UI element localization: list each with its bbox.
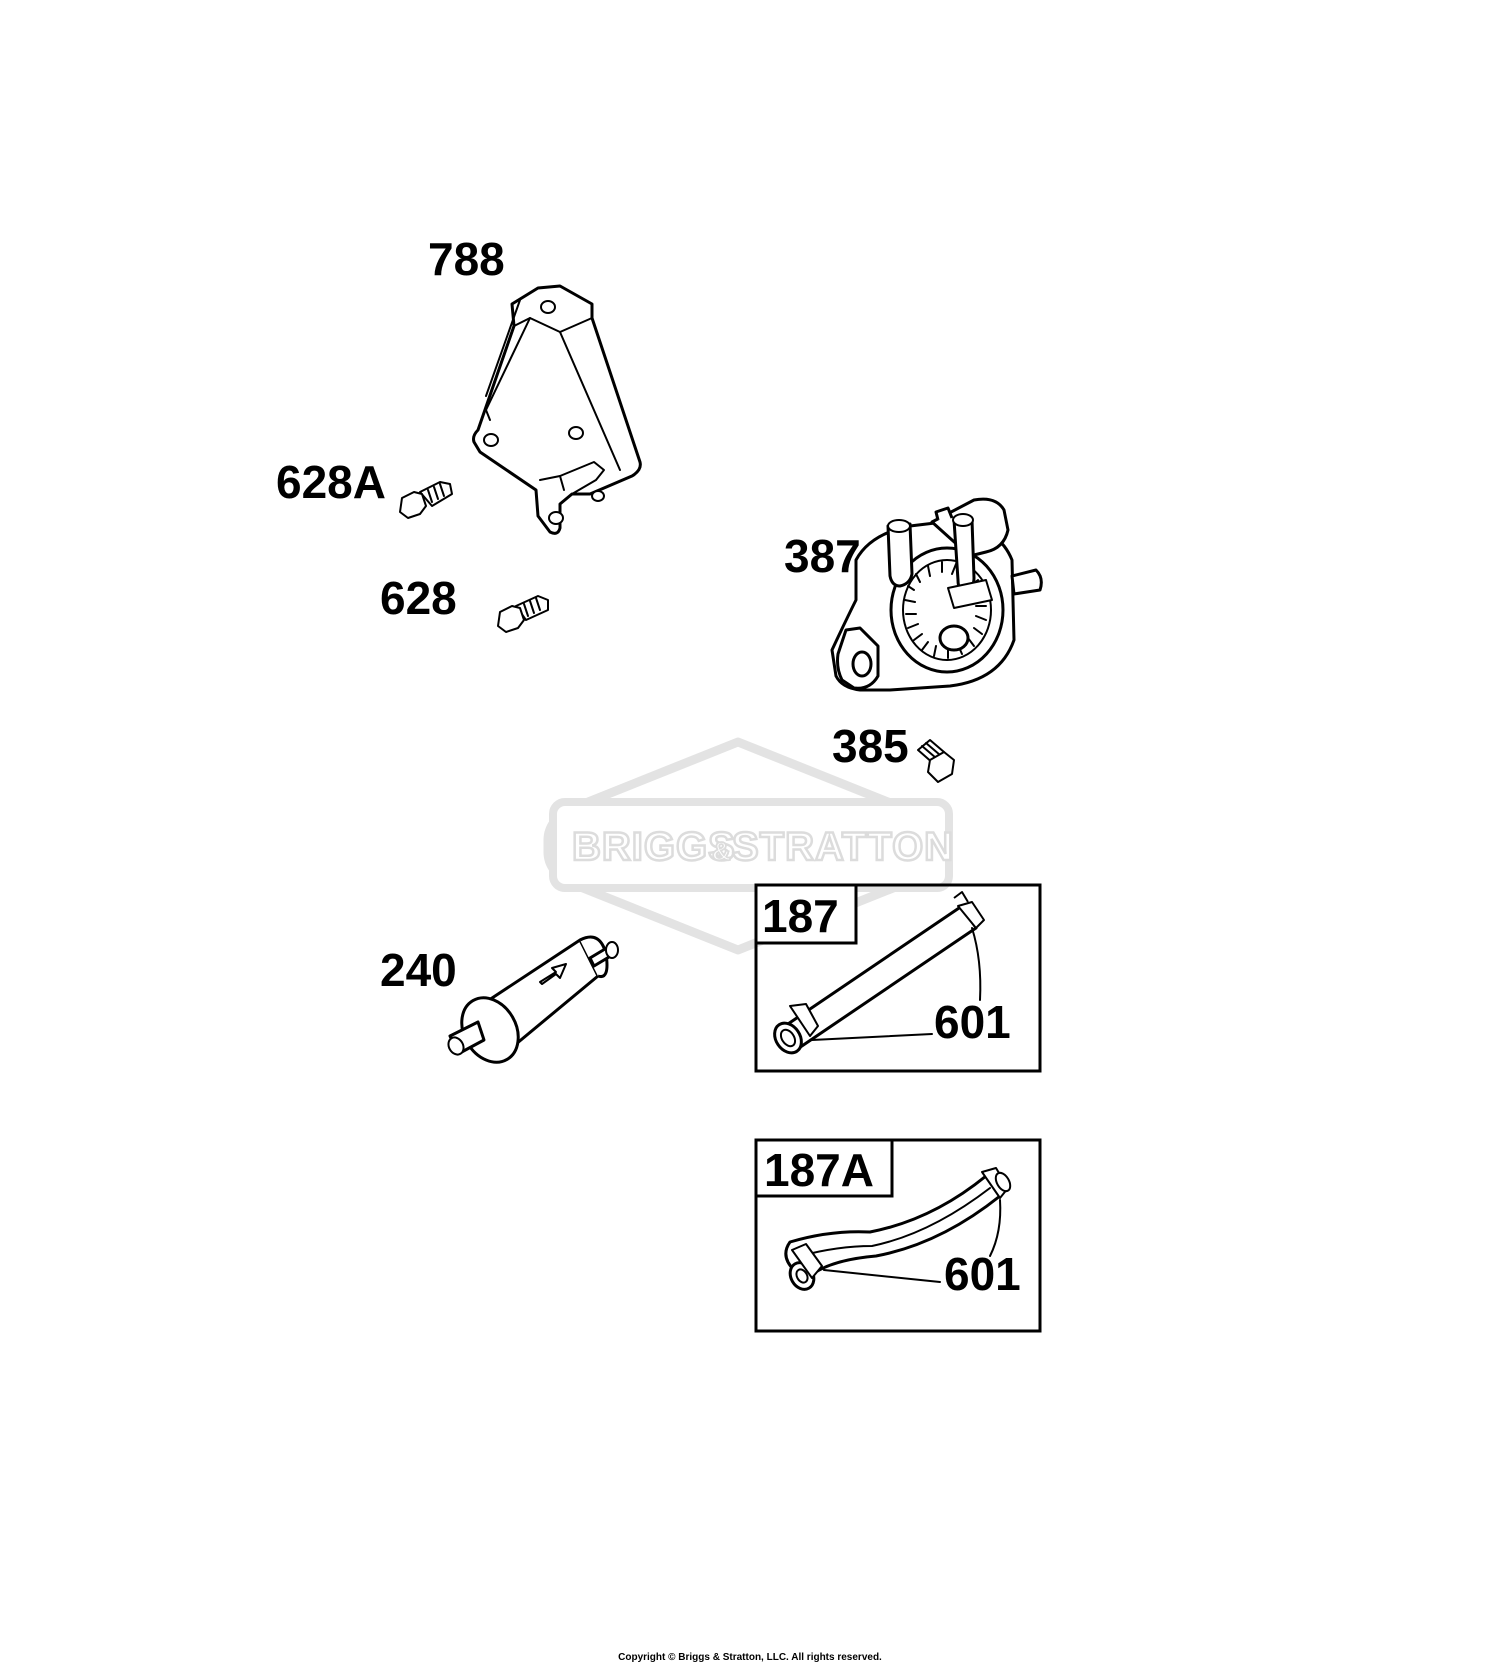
label-601-b: 601 (944, 1248, 1021, 1300)
part-240-fuel-filter[interactable] (445, 935, 619, 1072)
leader-601-b1 (823, 1269, 941, 1283)
label-187A: 187A (764, 1144, 874, 1196)
watermark-text-right: STRATTON (732, 825, 954, 869)
copyright-notice: Copyright © Briggs & Stratton, LLC. All … (618, 1652, 882, 1663)
label-628: 628 (380, 572, 457, 624)
leader-601-a1 (811, 1033, 933, 1041)
part-628-bolt[interactable] (497, 595, 549, 633)
part-187A-fuel-line[interactable] (784, 1167, 1013, 1294)
part-788-bracket[interactable] (472, 284, 642, 535)
watermark-ampersand: & (712, 836, 731, 866)
leader-601-b2 (989, 1199, 1002, 1257)
label-601-a: 601 (934, 996, 1011, 1048)
part-387-fuel-pump[interactable] (830, 497, 1043, 692)
label-240: 240 (380, 944, 457, 996)
watermark-text-left: BRIGGS (572, 825, 736, 869)
label-187: 187 (762, 890, 839, 942)
box-187A (754, 1138, 1042, 1333)
part-628A-bolt[interactable] (399, 481, 453, 519)
briggs-stratton-watermark: BRIGGS & STRATTON (543, 737, 954, 955)
part-187-fuel-line[interactable] (769, 891, 985, 1058)
leader-601-a2 (971, 927, 982, 1001)
label-387: 387 (784, 530, 861, 582)
label-788: 788 (428, 233, 505, 285)
box-187 (754, 883, 1042, 1073)
label-385: 385 (832, 720, 909, 772)
part-385-screw[interactable] (917, 739, 955, 783)
label-628A: 628A (276, 456, 386, 508)
